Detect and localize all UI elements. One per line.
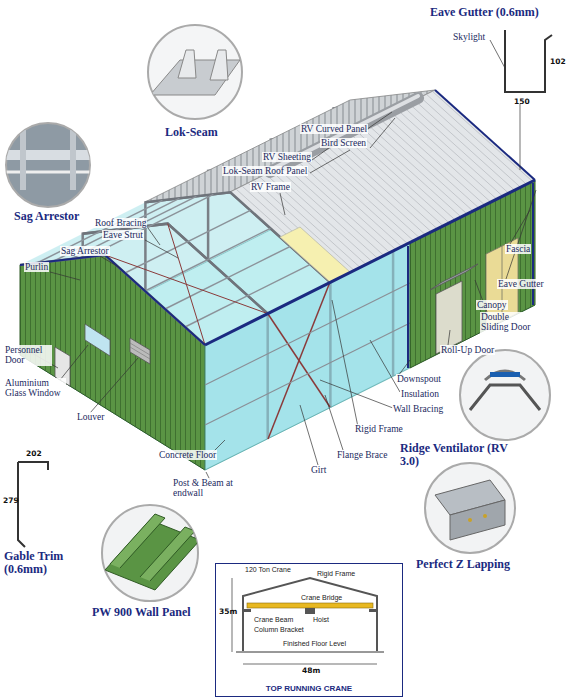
inset-caption: Sag Arrestor [14, 210, 79, 223]
part-label: Double Sliding Door [480, 312, 532, 333]
part-label: Lok-Seam Roof Panel [222, 166, 308, 176]
rafter [20, 255, 205, 345]
part-label: Skylight [452, 32, 486, 42]
crane-drawing [232, 578, 384, 664]
girts [205, 283, 410, 425]
part-label: Rigid Frame [316, 570, 356, 578]
wall-bracing [268, 282, 330, 439]
inset-caption: Gable Trim (0.6mm) [4, 550, 84, 576]
inset-title: TOP RUNNING CRANE [266, 684, 352, 693]
roof-rib [385, 115, 485, 205]
roof-rib [325, 145, 425, 235]
dimension: 202 [26, 450, 42, 458]
part-label: Concrete Floor [158, 450, 217, 460]
inset-caption: PW 900 Wall Panel [92, 606, 191, 619]
skylight [280, 227, 350, 282]
part-label: Eave Strut [102, 230, 144, 240]
roll-up-door [436, 281, 462, 354]
purlin [54, 198, 179, 261]
lok-seam-inset [148, 25, 242, 119]
louver [130, 338, 150, 364]
roof-rib [308, 154, 408, 244]
part-label: Crane Beam [253, 616, 294, 624]
purlin [145, 228, 270, 291]
part-label: Crane Bridge [300, 594, 343, 602]
roof-rib [320, 148, 420, 238]
eave-gutter-profile [505, 30, 552, 92]
part-label: Canopy [476, 300, 508, 310]
dimension: 279 [3, 497, 19, 505]
part-label: Fascia [505, 244, 531, 254]
roof-rib [373, 121, 473, 211]
purlin [185, 264, 310, 327]
part-label: 120 Ton Crane [244, 566, 292, 574]
roof-rib [415, 100, 515, 190]
gable-trim-profile [18, 462, 48, 547]
dimension: 150 [514, 98, 530, 106]
part-label: Bird Screen [320, 138, 367, 148]
part-label: Insulation [400, 389, 440, 399]
z-lapping-inset [425, 463, 515, 553]
dimension: 35m [219, 608, 237, 616]
roof-rib [432, 91, 532, 181]
roof-rib [379, 118, 479, 208]
part-label: Girt [310, 465, 327, 475]
part-label: Sag Arrestor [60, 246, 110, 256]
inset-caption: Ridge Ventilator (RV 3.0) [400, 442, 520, 468]
roof-rib [302, 157, 402, 247]
part-label: Purlin [24, 262, 49, 272]
roof-rib [403, 106, 503, 196]
leader-lines [30, 40, 536, 480]
part-label: RV Curved Panel [300, 124, 368, 134]
canopy [430, 264, 478, 290]
part-label: Post & Beam at endwall [172, 478, 252, 499]
part-label: Roll-Up Door [440, 345, 495, 355]
part-label: Downspout [396, 374, 442, 384]
roof-rib [314, 151, 414, 241]
eave-gutter [205, 180, 535, 345]
inset-caption: Eave Gutter (0.6mm) [430, 6, 539, 19]
roof-rib [397, 109, 497, 199]
ridge-ventilator-inset [460, 350, 550, 440]
dimension: 48m [302, 667, 320, 675]
roof-rib [409, 103, 509, 193]
glass-window [85, 324, 110, 356]
part-label: RV Sheeting [262, 152, 312, 162]
roof-rib [355, 130, 455, 220]
inset-caption: Perfect Z Lapping [416, 558, 510, 571]
part-label: Hoist [312, 616, 330, 624]
part-label: Roof Bracing [94, 218, 147, 228]
roof-bracing [105, 255, 268, 314]
gable-trim [20, 255, 205, 345]
roof-rib [420, 97, 520, 187]
part-label: RV Frame [250, 182, 291, 192]
insulation-wall [205, 243, 410, 470]
part-label: Personnel Door [4, 345, 52, 366]
part-label: Flange Brace [336, 450, 388, 460]
roof-rib [367, 124, 467, 214]
part-label: Aluminium Glass Window [4, 378, 66, 399]
sag-arrestor-inset [6, 123, 90, 207]
crane-inset-box: TOP RUNNING CRANE [215, 563, 403, 697]
roof-rib [331, 142, 431, 232]
part-label: Finished Floor Level [282, 640, 347, 648]
inset-caption: Lok-Seam [165, 126, 218, 139]
roof-rib [343, 136, 443, 226]
part-label: Rigid Frame [354, 424, 404, 434]
part-label: Eave Gutter [497, 279, 545, 289]
part-label: Louver [76, 412, 105, 422]
part-label: Column Bracket [253, 626, 305, 634]
roof-rib [337, 139, 437, 229]
dimension: 102 [550, 58, 566, 66]
roof-rib [426, 94, 526, 184]
part-label: Wall Bracing [392, 404, 444, 414]
